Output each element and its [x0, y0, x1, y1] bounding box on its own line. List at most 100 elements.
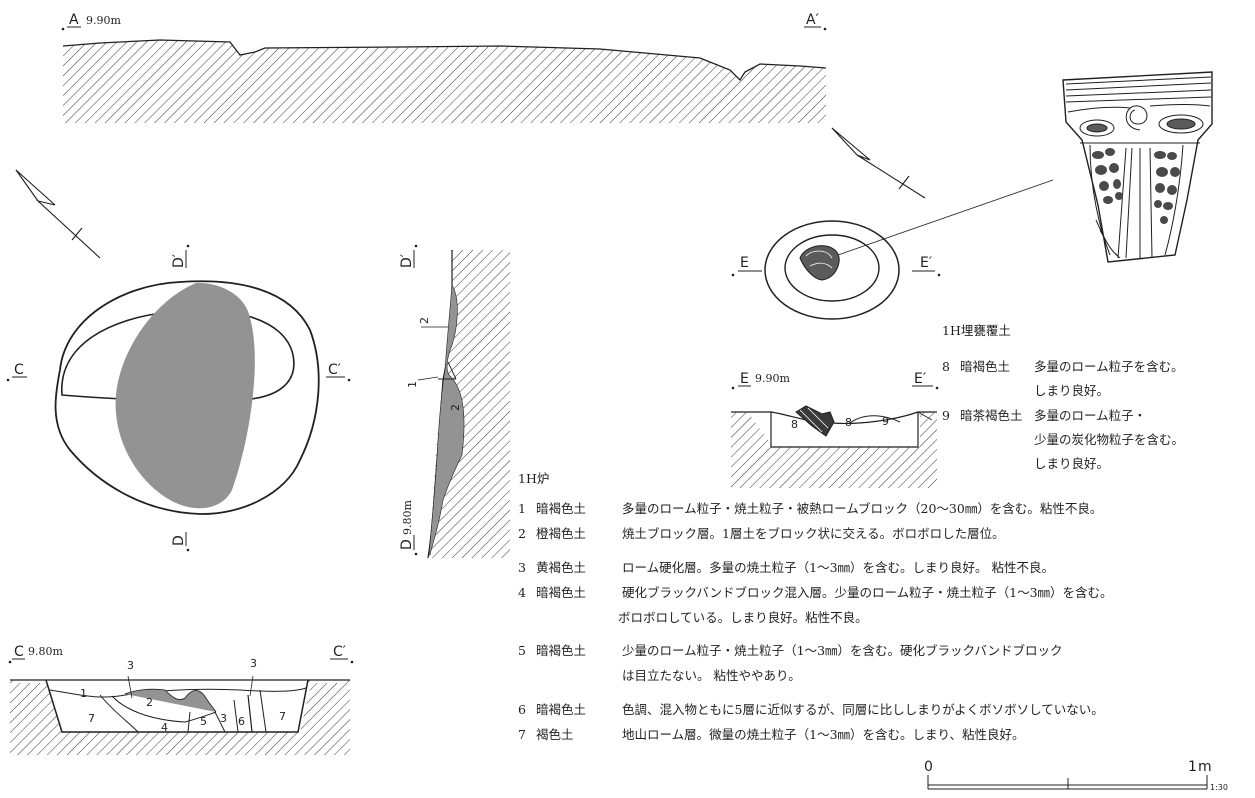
- svg-text:2: 2: [146, 696, 153, 709]
- section-d-profile: [417, 250, 510, 559]
- svg-text:1:30: 1:30: [1210, 783, 1228, 792]
- soil-name: 暗褐色土: [960, 359, 1011, 374]
- pottery-jar-dots: [1092, 148, 1180, 224]
- layer-description: 硬化ブラックバンドブロック混入層。少量のローム粒子・焼土粒子（1〜3㎜）を含む。: [622, 585, 1113, 600]
- section-a-profile: [62, 39, 827, 123]
- jar-plan-view: [764, 179, 1054, 320]
- section-a-prime-label: A′: [804, 12, 827, 31]
- plan-label-d: D: [171, 532, 190, 552]
- svg-text:9.90m: 9.90m: [86, 14, 121, 27]
- section-c-profile: [10, 675, 350, 755]
- svg-text:9.80m: 9.80m: [28, 645, 63, 658]
- svg-text:3: 3: [127, 659, 134, 672]
- svg-text:C′: C′: [328, 362, 341, 378]
- svg-text:E: E: [740, 371, 749, 387]
- svg-text:7: 7: [88, 712, 95, 725]
- pottery-jar-drawing: [1062, 71, 1213, 263]
- soil-name: 暗褐色土: [536, 501, 587, 516]
- layer-description-cont: ボロボロしている。しまり良好。粘性不良。: [618, 610, 868, 625]
- soil-name: 暗褐色土: [536, 702, 587, 717]
- svg-text:E′: E′: [920, 255, 932, 271]
- svg-text:D′: D′: [171, 254, 187, 268]
- svg-text:1: 1: [80, 687, 87, 700]
- section-e-layer-numbers: 8 8 9: [791, 415, 889, 431]
- soil-name: 暗褐色土: [536, 643, 587, 658]
- layer-number: 7: [518, 727, 526, 742]
- svg-text:C′: C′: [333, 644, 346, 660]
- svg-text:9: 9: [882, 415, 889, 428]
- section-c-prime-label: C′: [330, 644, 354, 664]
- layer-description: 多量のローム粒子を含む。: [1034, 359, 1184, 374]
- svg-text:A: A: [69, 12, 79, 28]
- section-a-label: A 9.90m: [61, 12, 121, 31]
- soil-name: 黄褐色土: [536, 560, 587, 575]
- plan-label-d-prime: D′: [171, 244, 190, 268]
- section-e-profile: [731, 405, 937, 488]
- soil-name: 褐色土: [536, 727, 574, 742]
- plan-label-c-prime: C′: [326, 362, 351, 382]
- svg-text:D: D: [171, 535, 187, 546]
- svg-text:2: 2: [449, 404, 462, 411]
- svg-text:9.90m: 9.90m: [755, 372, 790, 385]
- svg-text:0: 0: [924, 759, 933, 775]
- layer-description: 地山ローム層。微量の焼土粒子（1〜3㎜）を含む。しまり、粘性良好。: [622, 727, 1025, 742]
- section-d-layer-numbers: 2 1 2: [406, 317, 462, 411]
- svg-text:E: E: [740, 255, 749, 271]
- svg-text:m: m: [1198, 759, 1212, 775]
- hearth-plan-view: [54, 280, 320, 515]
- svg-text:C: C: [14, 644, 24, 660]
- scale-bar: 0 1 m 1:30: [924, 759, 1228, 792]
- svg-text:1: 1: [1188, 759, 1197, 775]
- svg-text:9.80m: 9.80m: [401, 500, 414, 535]
- svg-text:D′: D′: [399, 254, 415, 268]
- layer-number: 6: [518, 702, 526, 717]
- north-arrow-icon: [15, 169, 101, 259]
- svg-text:7: 7: [279, 710, 286, 723]
- layer-number: 2: [518, 526, 526, 541]
- section-c-label: C 9.80m: [8, 644, 63, 664]
- layer-description-cont: 少量の炭化物粒子を含む。: [1034, 432, 1185, 447]
- layer-number: 3: [518, 560, 526, 575]
- svg-text:C: C: [14, 362, 24, 378]
- section-e-prime-label: E′: [912, 371, 939, 390]
- svg-text:3: 3: [220, 712, 227, 725]
- svg-text:8: 8: [845, 416, 852, 429]
- section-d-prime-label: D′: [399, 244, 418, 268]
- svg-text:4: 4: [161, 721, 168, 734]
- hearth-heading: 1H炉: [518, 471, 550, 486]
- burial-fill-heading: 1H埋甕覆土: [942, 323, 1011, 338]
- north-arrow-icon: [831, 127, 926, 199]
- layer-description: 少量のローム粒子・焼土粒子（1〜3㎜）を含む。硬化ブラックバンドブロック: [622, 643, 1063, 658]
- svg-text:E′: E′: [914, 371, 926, 387]
- svg-text:D: D: [399, 539, 415, 550]
- layer-description-cont: しまり良好。: [1034, 383, 1110, 398]
- layer-description: 色調、混入物ともに5層に近似するが、同層に比ししまりがよくボソボソしていない。: [622, 702, 1104, 717]
- layer-description: 多量のローム粒子・焼土粒子・被熱ロームブロック（20〜30㎜）を含む。粘性不良。: [622, 501, 1103, 516]
- soil-name: 橙褐色土: [536, 526, 587, 541]
- layer-number: 9: [942, 408, 950, 423]
- layer-description: 多量のローム粒子・: [1034, 408, 1147, 423]
- section-d-label: 9.80m D: [399, 500, 418, 556]
- layer-number: 1: [518, 501, 526, 516]
- section-c-layer-numbers: 1 2 3 3 4 5 3 6 7 7: [80, 657, 286, 734]
- svg-text:6: 6: [238, 715, 245, 728]
- soil-name: 暗褐色土: [536, 585, 587, 600]
- layer-number: 5: [518, 643, 526, 658]
- layer-description-cont: は目立たない。 粘性ややあり。: [622, 668, 801, 683]
- layer-description: 焼土ブロック層。1層土をブロック状に交える。ボロボロした層位。: [622, 526, 1005, 541]
- layer-description-cont: しまり良好。: [1034, 456, 1110, 471]
- svg-text:1: 1: [406, 381, 419, 388]
- plan-label-c: C: [6, 362, 27, 382]
- layer-number: 8: [942, 359, 950, 374]
- svg-text:3: 3: [250, 657, 257, 670]
- svg-text:8: 8: [791, 418, 798, 431]
- soil-name: 暗茶褐色土: [960, 408, 1023, 423]
- layer-number: 4: [518, 585, 526, 600]
- svg-text:2: 2: [418, 317, 431, 324]
- jar-plan-label-e-prime: E′: [912, 255, 941, 277]
- layer-description: ローム硬化層。多量の焼土粒子（1〜3㎜）を含む。しまり良好。 粘性不良。: [622, 560, 1055, 575]
- svg-text:A′: A′: [806, 12, 819, 28]
- section-e-label: E 9.90m: [731, 371, 790, 390]
- svg-text:5: 5: [200, 715, 207, 728]
